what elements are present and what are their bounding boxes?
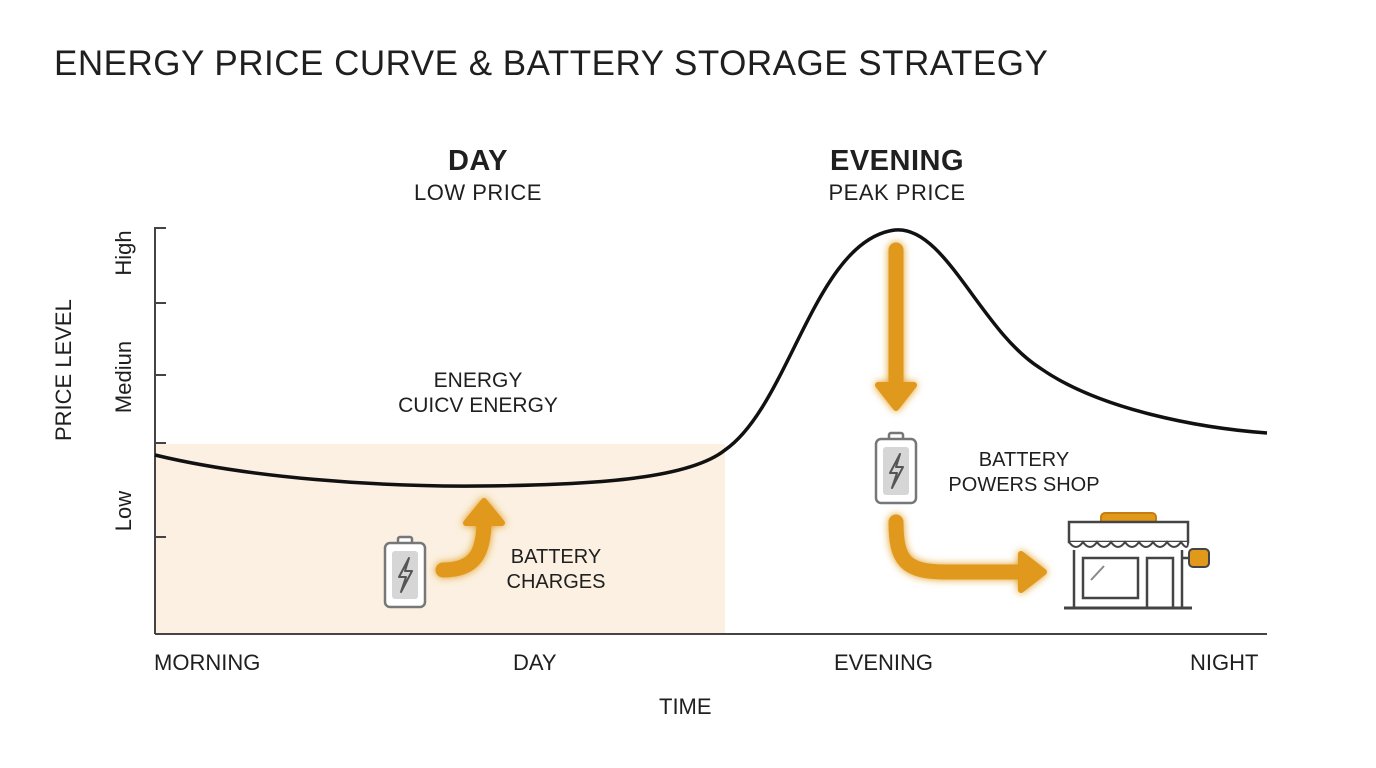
day-heading: DAY <box>447 145 509 177</box>
charge-label-line1: BATTERY <box>510 546 602 568</box>
x-tick-evening: EVENING <box>834 650 934 675</box>
shop-icon <box>1064 512 1210 610</box>
discharge-arrow-icon <box>875 242 1047 593</box>
low-price-zone <box>155 444 725 634</box>
evening-heading: EVENING <box>829 145 965 177</box>
x-tick-day: DAY <box>513 650 557 675</box>
discharge-label: BATTERY POWERS SHOP <box>934 448 1114 498</box>
evening-period-header: EVENING PEAK PRICE <box>767 145 1027 206</box>
curve-label-line1: ENERGY <box>433 369 523 392</box>
y-axis-ticks <box>155 227 166 538</box>
battery-discharging-icon <box>874 431 918 505</box>
x-tick-morning: MORNING <box>154 650 261 675</box>
curve-label: ENERGY CUICV ENERGY <box>368 368 588 418</box>
battery-charging-icon <box>383 535 427 609</box>
charge-label-line2: CHARGES <box>506 571 606 593</box>
discharge-label-line1: BATTERY <box>978 449 1070 471</box>
y-level-medium: Mediun <box>111 340 136 414</box>
x-tick-night: NIGHT <box>1190 650 1259 675</box>
y-level-low: Low <box>111 490 136 532</box>
charge-arrow-icon <box>435 498 505 578</box>
price-curve <box>154 228 1268 488</box>
x-axis-title: TIME <box>659 694 712 719</box>
day-subheading: LOW PRICE <box>414 180 542 205</box>
evening-subheading: PEAK PRICE <box>828 180 966 205</box>
y-level-high: High <box>111 230 136 276</box>
day-period-header: DAY LOW PRICE <box>348 145 608 206</box>
curve-label-line2: CUICV ENERGY <box>398 394 558 417</box>
diagram-title: ENERGY PRICE CURVE & BATTERY STORAGE STR… <box>54 44 1049 83</box>
charge-label: BATTERY CHARGES <box>496 545 616 595</box>
y-axis-title: PRICE LEVEL <box>51 299 76 441</box>
discharge-label-line2: POWERS SHOP <box>948 474 1100 496</box>
